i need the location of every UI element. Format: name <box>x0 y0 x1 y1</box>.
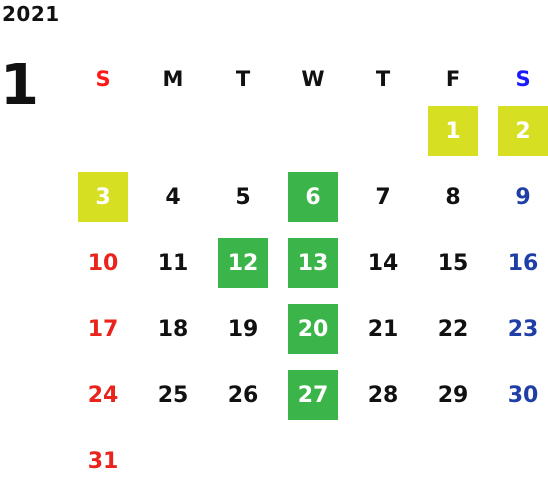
day-cell[interactable]: 21 <box>348 296 418 362</box>
day-cell[interactable]: 26 <box>208 362 278 428</box>
day-number: 8 <box>445 184 461 210</box>
day-cell[interactable]: 30 <box>488 362 548 428</box>
weekday-header: S <box>95 67 111 91</box>
weekday-header: T <box>235 67 251 91</box>
day-number: 14 <box>367 250 399 276</box>
day-number-closed: 20 <box>288 304 338 354</box>
empty-day-cell <box>68 98 138 164</box>
empty-day-cell <box>348 98 418 164</box>
day-cell[interactable]: 9 <box>488 164 548 230</box>
weekday-header: T <box>375 67 391 91</box>
empty-day-cell <box>138 98 208 164</box>
day-number-closed: 27 <box>288 370 338 420</box>
day-number: 7 <box>375 184 391 210</box>
day-number-holiday: 3 <box>78 172 128 222</box>
weekday-header: W <box>301 67 325 91</box>
day-number: 24 <box>87 382 119 408</box>
day-cell[interactable]: 22 <box>418 296 488 362</box>
day-number: 18 <box>157 316 189 342</box>
day-cell[interactable]: 1 <box>418 98 488 164</box>
empty-day-cell <box>278 98 348 164</box>
day-number-closed: 6 <box>288 172 338 222</box>
day-cell[interactable]: 16 <box>488 230 548 296</box>
weekday-header: S <box>515 67 531 91</box>
day-cell[interactable]: 5 <box>208 164 278 230</box>
day-number: 19 <box>227 316 259 342</box>
day-number: 11 <box>157 250 189 276</box>
day-cell[interactable]: 19 <box>208 296 278 362</box>
day-cell[interactable]: 8 <box>418 164 488 230</box>
day-cell[interactable]: 28 <box>348 362 418 428</box>
day-number: 16 <box>507 250 539 276</box>
day-number: 17 <box>87 316 119 342</box>
day-cell[interactable]: 18 <box>138 296 208 362</box>
day-cell[interactable]: 27 <box>278 362 348 428</box>
day-cell[interactable]: 4 <box>138 164 208 230</box>
day-cell[interactable]: 24 <box>68 362 138 428</box>
day-number: 26 <box>227 382 259 408</box>
day-number: 25 <box>157 382 189 408</box>
day-number: 28 <box>367 382 399 408</box>
day-number: 23 <box>507 316 539 342</box>
day-cell[interactable]: 11 <box>138 230 208 296</box>
day-cell[interactable]: 15 <box>418 230 488 296</box>
day-number: 22 <box>437 316 469 342</box>
day-cell[interactable]: 12 <box>208 230 278 296</box>
day-number: 15 <box>437 250 469 276</box>
day-number-holiday: 1 <box>428 106 478 156</box>
day-number: 31 <box>87 448 119 474</box>
calendar-year: 2021 <box>2 2 60 26</box>
day-number: 29 <box>437 382 469 408</box>
day-cell[interactable]: 29 <box>418 362 488 428</box>
day-cell[interactable]: 6 <box>278 164 348 230</box>
day-cell[interactable]: 23 <box>488 296 548 362</box>
empty-day-cell <box>208 98 278 164</box>
day-cell[interactable]: 13 <box>278 230 348 296</box>
day-number-closed: 12 <box>218 238 268 288</box>
day-number: 5 <box>235 184 251 210</box>
day-cell[interactable]: 14 <box>348 230 418 296</box>
day-cell[interactable]: 2 <box>488 98 548 164</box>
day-cell[interactable]: 7 <box>348 164 418 230</box>
day-cell[interactable]: 20 <box>278 296 348 362</box>
calendar-month: 1 <box>0 53 39 118</box>
day-number: 4 <box>165 184 181 210</box>
day-cell[interactable]: 17 <box>68 296 138 362</box>
day-cell[interactable]: 25 <box>138 362 208 428</box>
day-number: 30 <box>507 382 539 408</box>
day-number: 10 <box>87 250 119 276</box>
weekday-header: F <box>445 67 461 91</box>
day-number: 9 <box>515 184 531 210</box>
day-number: 21 <box>367 316 399 342</box>
day-number-closed: 13 <box>288 238 338 288</box>
weekday-header: M <box>162 67 184 91</box>
day-cell[interactable]: 3 <box>68 164 138 230</box>
day-cell[interactable]: 10 <box>68 230 138 296</box>
day-number-holiday: 2 <box>498 106 548 156</box>
day-cell[interactable]: 31 <box>68 428 138 494</box>
